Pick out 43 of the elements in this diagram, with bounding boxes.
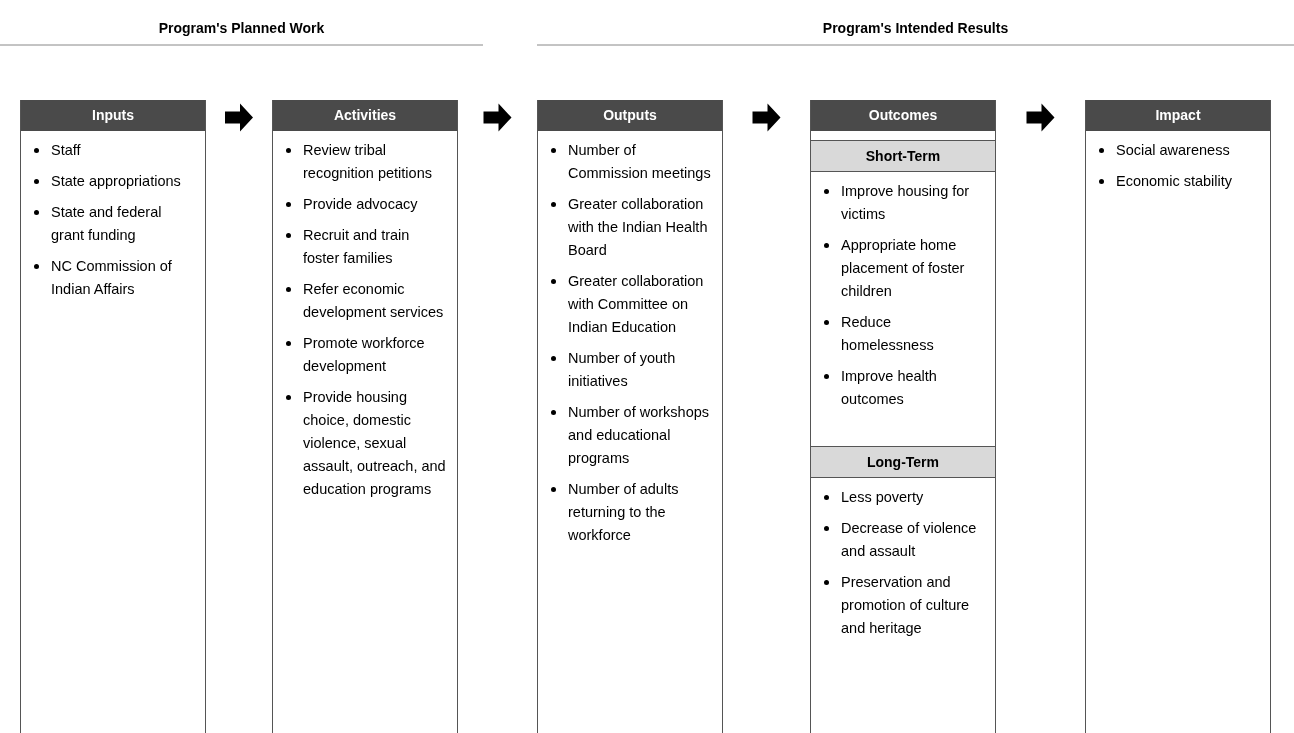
bullet-item: Appropriate home placement of foster children bbox=[819, 234, 987, 303]
bullet-item: Provide housing choice, domestic violence, sexual assault, outreach, and education programs bbox=[281, 386, 449, 501]
bullet-item: Recruit and train foster families bbox=[281, 224, 449, 270]
band-header: Short-Term bbox=[811, 140, 995, 172]
bullet-item: Less poverty bbox=[819, 486, 987, 509]
bullet-item: Preservation and promotion of culture and heritage bbox=[819, 571, 987, 640]
section-heading: Program's Planned Work bbox=[158, 19, 325, 38]
section-heading: Program's Intended Results bbox=[822, 19, 1009, 38]
bullet-item: State and federal grant funding bbox=[29, 201, 197, 247]
block-arrow bbox=[1026, 103, 1055, 132]
bullet-item: Improve housing for victims bbox=[819, 180, 987, 226]
bullet-item: State appropriations bbox=[29, 170, 197, 193]
column-header: Outputs bbox=[538, 100, 722, 131]
bullet-item: Review tribal recognition petitions bbox=[281, 139, 449, 185]
bullet-item: Greater collaboration with Committee on Indian Education bbox=[546, 270, 714, 339]
bullet-item: Decrease of violence and assault bbox=[819, 517, 987, 563]
bullet-item: Number of workshops and educational programs bbox=[546, 401, 714, 470]
block-arrow bbox=[225, 103, 253, 132]
column-header: Impact bbox=[1086, 100, 1270, 131]
bullet-item: Number of adults returning to the workforce bbox=[546, 478, 714, 547]
bullet-item: Social awareness bbox=[1094, 139, 1262, 162]
bullet-item: Economic stability bbox=[1094, 170, 1262, 193]
column-box bbox=[20, 100, 206, 733]
bullet-item: Reduce homelessness bbox=[819, 311, 987, 357]
column-header: Inputs bbox=[21, 100, 205, 131]
bullet-item: Provide advocacy bbox=[281, 193, 449, 216]
bullet-item: Staff bbox=[29, 139, 197, 162]
bullet-item: NC Commission of Indian Affairs bbox=[29, 255, 197, 301]
bullet-item: Greater collaboration with the Indian Health Board bbox=[546, 193, 714, 262]
column-header: Outcomes bbox=[811, 100, 995, 131]
column-box bbox=[1085, 100, 1271, 733]
bullet-item: Refer economic development services bbox=[281, 278, 449, 324]
column-header: Activities bbox=[273, 100, 457, 131]
bullet-item: Improve health outcomes bbox=[819, 365, 987, 411]
column-box bbox=[537, 100, 723, 733]
block-arrow bbox=[483, 103, 512, 132]
block-arrow bbox=[752, 103, 781, 132]
bullet-item: Number of youth initiatives bbox=[546, 347, 714, 393]
bullet-item: Number of Commission meetings bbox=[546, 139, 714, 185]
band-header: Long-Term bbox=[811, 446, 995, 478]
bullet-item: Promote workforce development bbox=[281, 332, 449, 378]
column-box bbox=[272, 100, 458, 733]
column-box bbox=[810, 100, 996, 733]
